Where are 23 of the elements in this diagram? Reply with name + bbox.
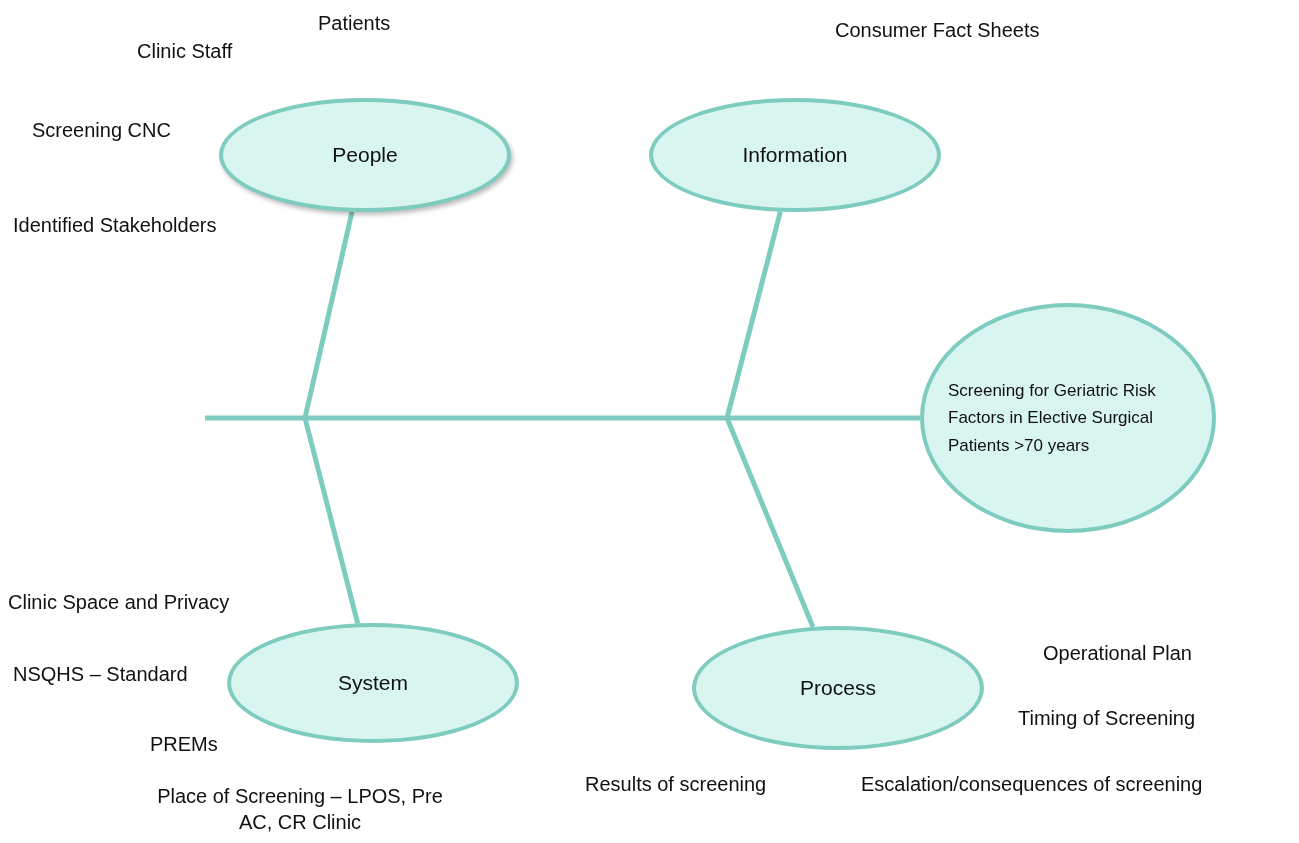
effect-label: Screening for Geriatric Risk Factors in Elective Surgical Patients >70 years — [948, 380, 1157, 457]
cause-label: PREMs — [150, 732, 218, 757]
cause-label: NSQHS – Standard — [13, 662, 188, 687]
cause-label: Operational Plan — [1043, 641, 1192, 666]
cause-label: Clinic Staff — [137, 39, 233, 64]
cause-label: Identified Stakeholders — [13, 213, 217, 238]
cause-label: Patients — [318, 11, 391, 36]
category-label: Information — [742, 142, 848, 168]
fishbone-line — [724, 211, 783, 419]
cause-label: Screening CNC — [32, 118, 171, 143]
category-label: Process — [800, 675, 876, 701]
cause-label: Escalation/consequences of screening — [861, 772, 1203, 797]
fishbone-line — [302, 211, 355, 419]
cause-label: Timing of Screening — [1018, 706, 1196, 731]
category-label: People — [332, 142, 398, 168]
fishbone-line — [724, 417, 816, 628]
fishbone-line — [302, 417, 361, 624]
cause-label: Results of screening — [585, 772, 767, 797]
cause-label: Consumer Fact Sheets — [835, 18, 1040, 43]
cause-label: Place of Screening – LPOS, Pre AC, CR Clinic — [156, 784, 444, 835]
cause-label: Clinic Space and Privacy — [8, 590, 230, 615]
category-label: System — [338, 670, 408, 696]
fishbone-line — [205, 415, 920, 421]
